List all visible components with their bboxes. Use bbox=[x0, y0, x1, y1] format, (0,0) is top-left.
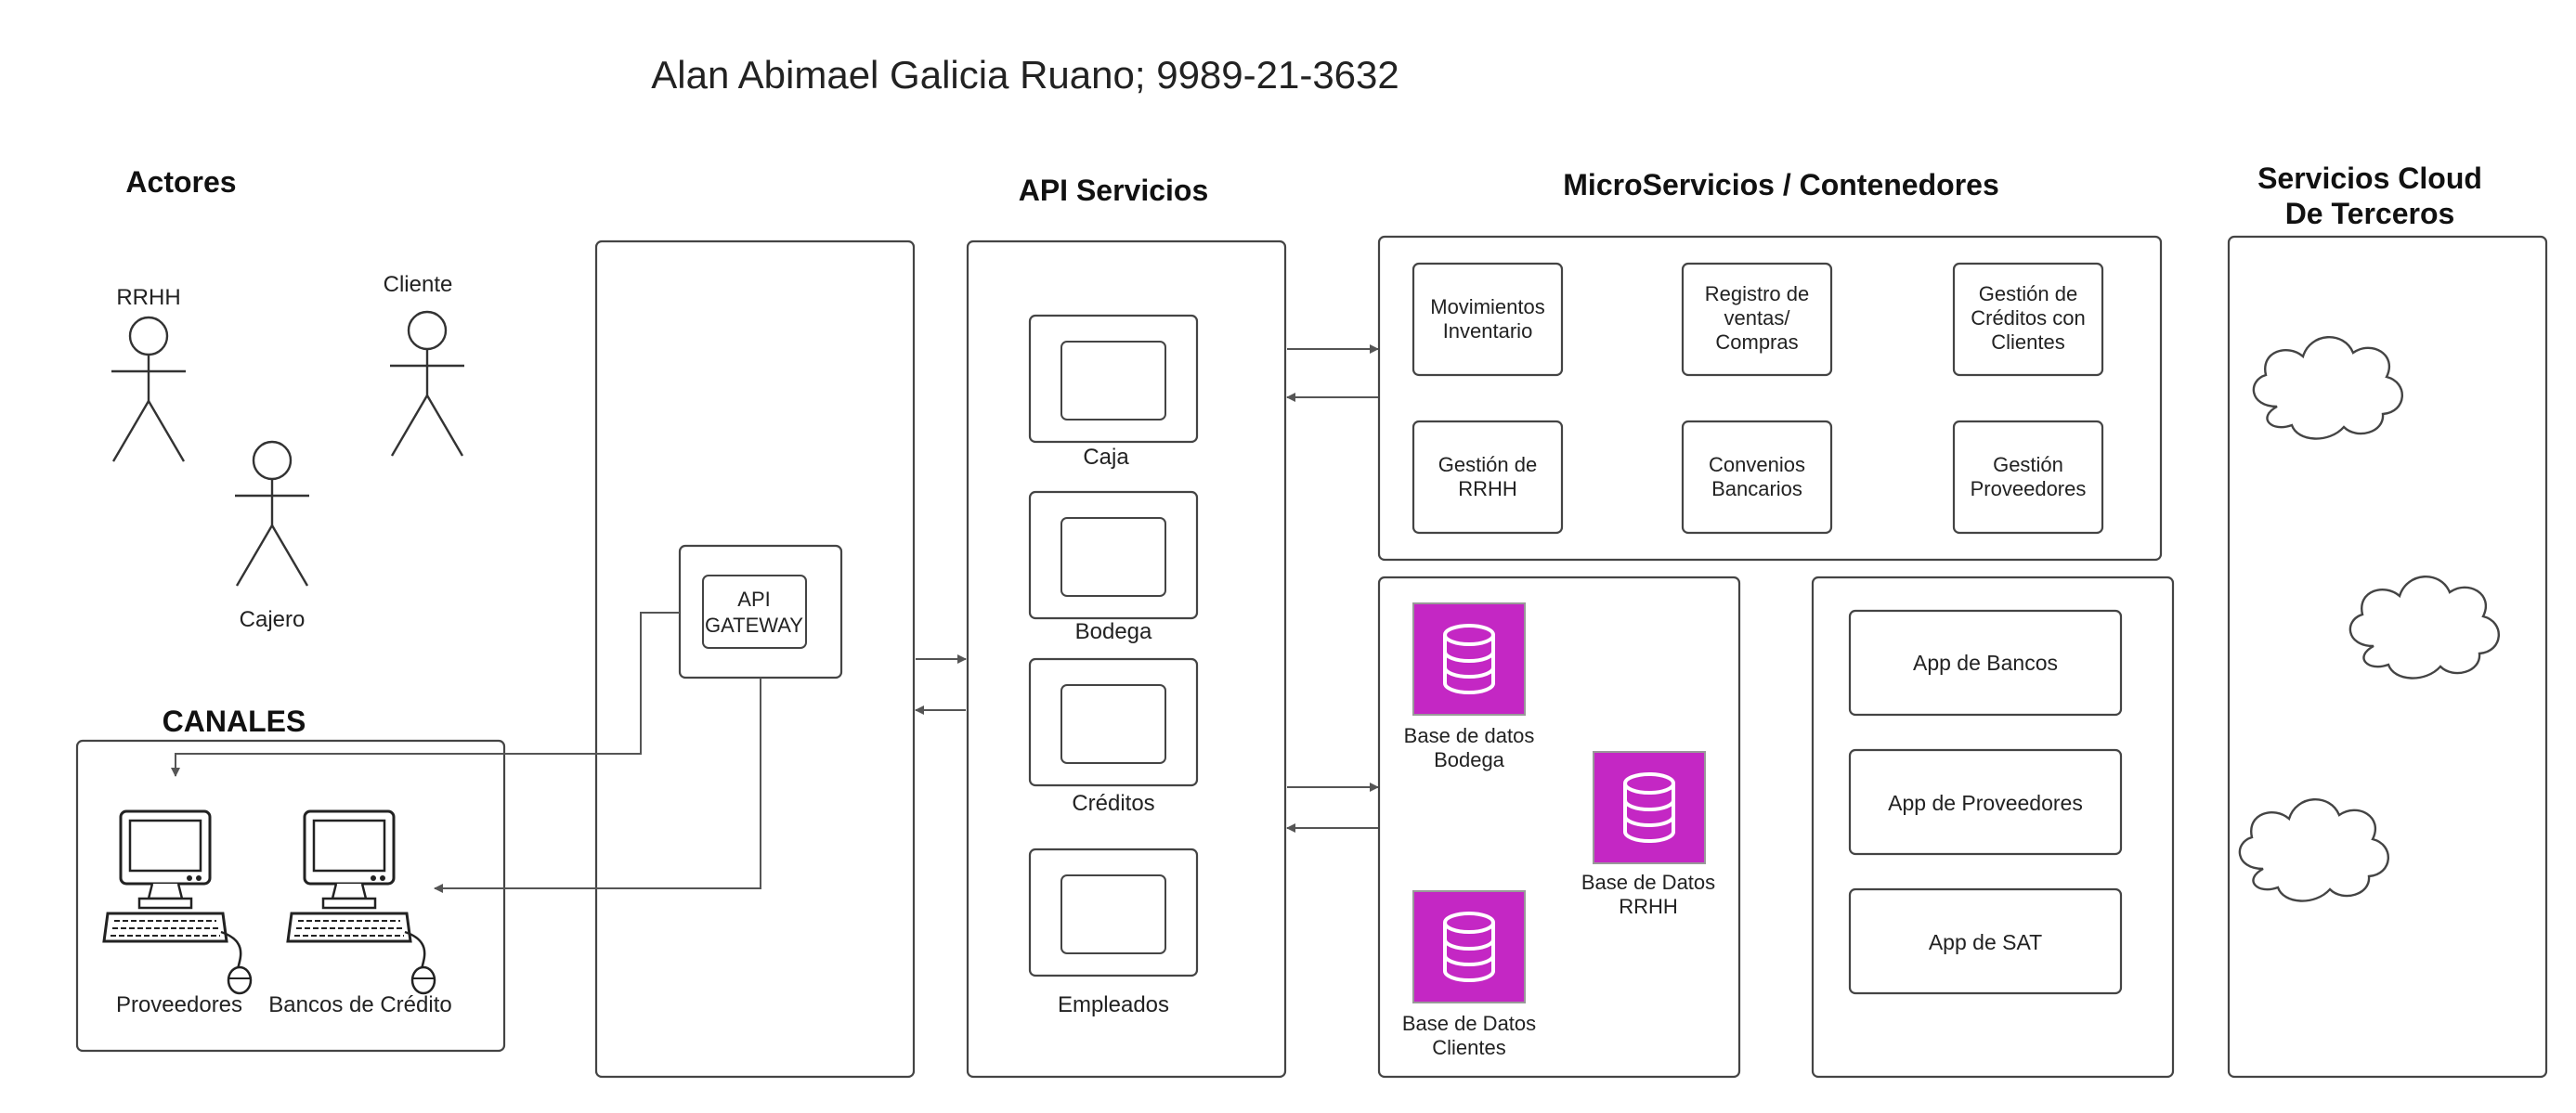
app-proveedores-label: App de Proveedores bbox=[1888, 791, 2083, 815]
actor-cajero-label: Cajero bbox=[240, 607, 306, 632]
gateway-to-bancos-connector bbox=[434, 678, 761, 893]
api-gateway-line2: GATEWAY bbox=[705, 614, 803, 637]
cloud-heading-line1: Servicios Cloud bbox=[2257, 162, 2482, 195]
channel-bancos-label: Bancos de Crédito bbox=[268, 992, 451, 1017]
ms-movimientos-line2: Inventario bbox=[1443, 319, 1533, 343]
ms-rrhh-box bbox=[1412, 420, 1564, 535]
ms-registro-line1: Registro de bbox=[1705, 282, 1810, 305]
ms-rrhh-line1: Gestión de bbox=[1438, 453, 1537, 476]
app-proveedores-box bbox=[1848, 748, 2123, 856]
service-empleados-label: Empleados bbox=[1058, 992, 1169, 1017]
db-rrhh-line1: Base de Datos bbox=[1581, 871, 1715, 894]
cloud-1-icon bbox=[2252, 335, 2404, 440]
service-bodega-screen bbox=[1060, 517, 1166, 597]
db-rrhh-line2: RRHH bbox=[1619, 895, 1678, 918]
channels-heading: CANALES bbox=[163, 705, 306, 738]
service-creditos-screen bbox=[1060, 684, 1166, 764]
ms-creditos-line1: Gestión de bbox=[1979, 282, 2077, 305]
service-caja-label: Caja bbox=[1083, 445, 1129, 470]
service-creditos-label: Créditos bbox=[1072, 791, 1154, 816]
app-bancos-label: App de Bancos bbox=[1913, 651, 2058, 675]
app-sat-box bbox=[1848, 887, 2123, 995]
ms-proveedores-line1: Gestión bbox=[1993, 453, 2063, 476]
ms-convenios-line1: Convenios bbox=[1709, 453, 1805, 476]
ms-registro-line3: Compras bbox=[1715, 330, 1798, 354]
actor-cliente-icon bbox=[388, 310, 466, 458]
ms-rrhh-line2: RRHH bbox=[1458, 477, 1517, 500]
api-gateway-line1: API bbox=[737, 588, 770, 611]
api-services-heading: API Servicios bbox=[1019, 174, 1209, 207]
actor-rrhh-icon bbox=[110, 316, 188, 463]
ms-convenios-line2: Bancarios bbox=[1711, 477, 1802, 500]
ms-creditos-box bbox=[1952, 262, 2104, 377]
actors-heading: Actores bbox=[125, 165, 236, 199]
ms-proveedores-box bbox=[1952, 420, 2104, 535]
ms-movimientos-box bbox=[1412, 262, 1564, 377]
gateway-to-proveedores-connector bbox=[171, 612, 680, 777]
cloud-heading-line2: De Terceros bbox=[2285, 197, 2455, 230]
service-caja-screen bbox=[1060, 341, 1166, 421]
db-clientes-line1: Base de Datos bbox=[1402, 1012, 1536, 1035]
ms-registro-box bbox=[1681, 262, 1833, 377]
ms-creditos-line3: Clientes bbox=[1991, 330, 2064, 354]
app-bancos-box bbox=[1848, 609, 2123, 717]
actor-rrhh-label: RRHH bbox=[116, 285, 180, 310]
api-gateway-box bbox=[702, 575, 807, 649]
page-title: Alan Abimael Galicia Ruano; 9989-21-3632 bbox=[651, 53, 1399, 97]
ms-creditos-line2: Créditos con bbox=[1971, 306, 2086, 330]
app-sat-label: App de SAT bbox=[1929, 930, 2042, 954]
cloud-2-icon bbox=[2348, 575, 2501, 679]
ms-proveedores-line2: Proveedores bbox=[1971, 477, 2087, 500]
actor-cliente-label: Cliente bbox=[384, 272, 453, 297]
cloud-3-icon bbox=[2238, 797, 2390, 902]
channel-proveedores-label: Proveedores bbox=[116, 992, 242, 1017]
microservices-heading: MicroServicios / Contenedores bbox=[1563, 168, 1998, 201]
db-bodega-line2: Bodega bbox=[1434, 748, 1505, 771]
service-bodega-label: Bodega bbox=[1075, 619, 1152, 644]
ms-movimientos-line1: Movimientos bbox=[1430, 295, 1544, 318]
actor-cajero-icon bbox=[233, 440, 311, 588]
ms-convenios-box bbox=[1681, 420, 1833, 535]
db-clientes-line2: Clientes bbox=[1432, 1036, 1505, 1059]
ms-registro-line2: ventas/ bbox=[1724, 306, 1791, 330]
service-empleados-screen bbox=[1060, 874, 1166, 954]
db-bodega-line1: Base de datos bbox=[1404, 724, 1535, 747]
